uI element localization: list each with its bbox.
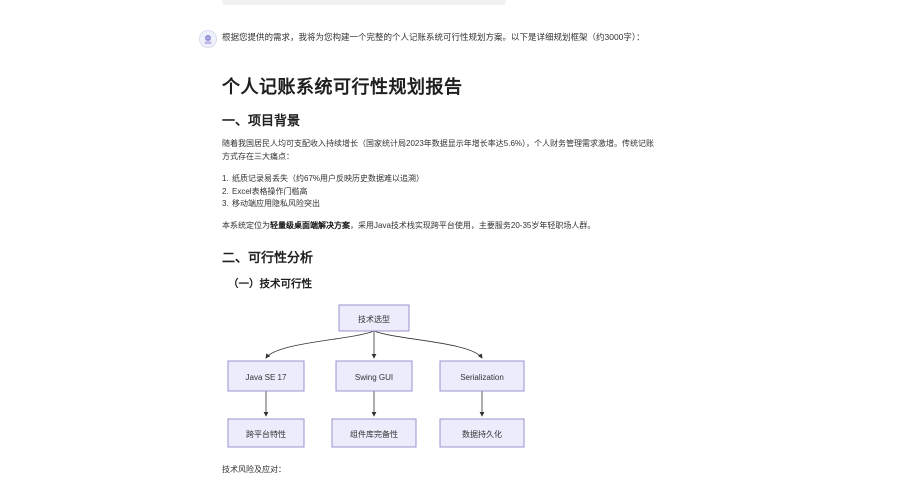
pain-points-list: 1.纸质记录易丢失（约67%用户反映历史数据难以追溯） 2.Excel表格操作门… [222, 173, 424, 211]
background-paragraph: 随着我国居民人均可支配收入持续增长（国家统计局2023年数据显示年增长率达5.6… [222, 139, 655, 161]
intro-text: 根据您提供的需求，我将为您构建一个完整的个人记账系统可行性规划方案。以下是详细规… [222, 32, 645, 42]
edge-root-java [265, 330, 375, 359]
svg-text:跨平台特性: 跨平台特性 [246, 429, 286, 439]
assistant-message: 根据您提供的需求，我将为您构建一个完整的个人记账系统可行性规划方案。以下是详细规… [222, 31, 662, 474]
node-component-library: 组件库完备性 [331, 418, 417, 448]
section-heading-background: 一、项目背景 [222, 113, 301, 128]
tech-selection-flowchart: 技术选型 Java SE 17 Swing GUI Serialization … [227, 304, 525, 448]
svg-text:数据持久化: 数据持久化 [462, 429, 502, 439]
highlight-text: 轻量级桌面端解决方案 [270, 221, 350, 230]
svg-text:Serialization: Serialization [460, 373, 504, 382]
edge-root-serialization [373, 330, 483, 359]
subsection-heading-technical: （一）技术可行性 [228, 278, 312, 290]
node-cross-platform: 跨平台特性 [227, 418, 305, 448]
section-heading-feasibility: 二、可行性分析 [222, 250, 314, 265]
svg-text:Java SE 17: Java SE 17 [246, 373, 287, 382]
list-item: 1.纸质记录易丢失（约67%用户反映历史数据难以追溯） [222, 174, 425, 183]
positioning-paragraph: 本系统定位为轻量级桌面端解决方案，采用Java技术栈实现跨平台使用，主要服务20… [222, 221, 596, 230]
bot-avatar-icon [199, 30, 217, 48]
node-root: 技术选型 [338, 304, 410, 332]
node-serialization: Serialization [439, 360, 525, 392]
list-item: 2.Excel表格操作门槛高 [222, 186, 308, 196]
svg-text:技术选型: 技术选型 [358, 314, 390, 324]
node-java-se: Java SE 17 [227, 360, 305, 392]
previous-message-bubble [222, 0, 506, 5]
list-item: 3.移动端应用隐私风险突出 [222, 199, 320, 208]
node-data-persistence: 数据持久化 [439, 418, 525, 448]
svg-text:Swing GUI: Swing GUI [355, 373, 393, 382]
svg-text:组件库完备性: 组件库完备性 [350, 429, 398, 439]
risk-label: 技术风险及应对： [222, 465, 286, 474]
node-swing-gui: Swing GUI [335, 360, 413, 392]
document-title: 个人记账系统可行性规划报告 [222, 77, 463, 97]
